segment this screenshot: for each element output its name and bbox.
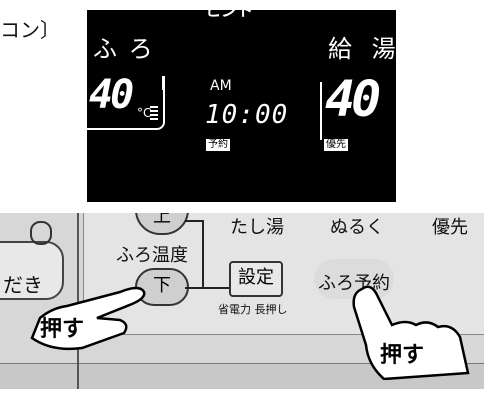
priority-button[interactable]: 優先 bbox=[432, 217, 468, 238]
hot-water-label: 給 湯 bbox=[328, 35, 396, 63]
hot-water-temp-value: 40 bbox=[325, 70, 381, 128]
down-label: 下 bbox=[153, 275, 171, 296]
bath-temp-frame bbox=[87, 76, 165, 130]
set-sub-label: 省電力 長押し bbox=[218, 303, 288, 316]
display-title-fragment: ヒント bbox=[205, 10, 254, 20]
push-label-right: 押す bbox=[380, 343, 425, 368]
bath-label: ふ ろ bbox=[93, 35, 155, 63]
pointing-hand-left-icon bbox=[30, 286, 146, 351]
panel-inner-area bbox=[83, 213, 484, 335]
connector-lines bbox=[185, 220, 230, 289]
panel-left-divider bbox=[77, 213, 79, 389]
furo-yoyaku-button[interactable] bbox=[314, 259, 394, 299]
hot-water-frame-tick bbox=[320, 82, 322, 140]
bath-temp-label: ふろ温度 bbox=[116, 245, 188, 266]
push-label-left: 押す bbox=[40, 317, 85, 342]
clock-time: 10:00 bbox=[205, 100, 289, 130]
oidaki-label: だき bbox=[3, 273, 43, 297]
bath-frame-tick bbox=[162, 76, 164, 90]
priority-tag: 優先 bbox=[324, 139, 348, 151]
top-left-fragment: コン〕 bbox=[0, 18, 60, 42]
nuruku-button[interactable]: ぬるく bbox=[330, 217, 384, 238]
up-label: 上 bbox=[153, 213, 171, 227]
temp-up-button[interactable]: 上 bbox=[135, 213, 189, 235]
remote-display: ヒント ふ ろ 40 °C AM 10:00 予約 給 湯 40 優先 bbox=[87, 10, 396, 202]
time-ampm: AM bbox=[210, 78, 232, 94]
bath-temp-value: 40 bbox=[89, 72, 134, 118]
reserve-tag: 予約 bbox=[206, 139, 230, 151]
control-panel: だき 上 ふろ温度 下 設定 省電力 長押し たし湯 ぬるく 優先 ふろ予約 押… bbox=[0, 213, 484, 389]
oidaki-icon bbox=[30, 221, 52, 245]
set-label: 設定 bbox=[238, 267, 274, 288]
pointing-hand-right-icon bbox=[352, 285, 470, 380]
bath-level-bars-icon bbox=[150, 106, 158, 124]
tashiyu-button[interactable]: たし湯 bbox=[230, 217, 284, 238]
set-button[interactable]: 設定 bbox=[229, 261, 283, 297]
bath-temp-unit: °C bbox=[137, 106, 152, 120]
